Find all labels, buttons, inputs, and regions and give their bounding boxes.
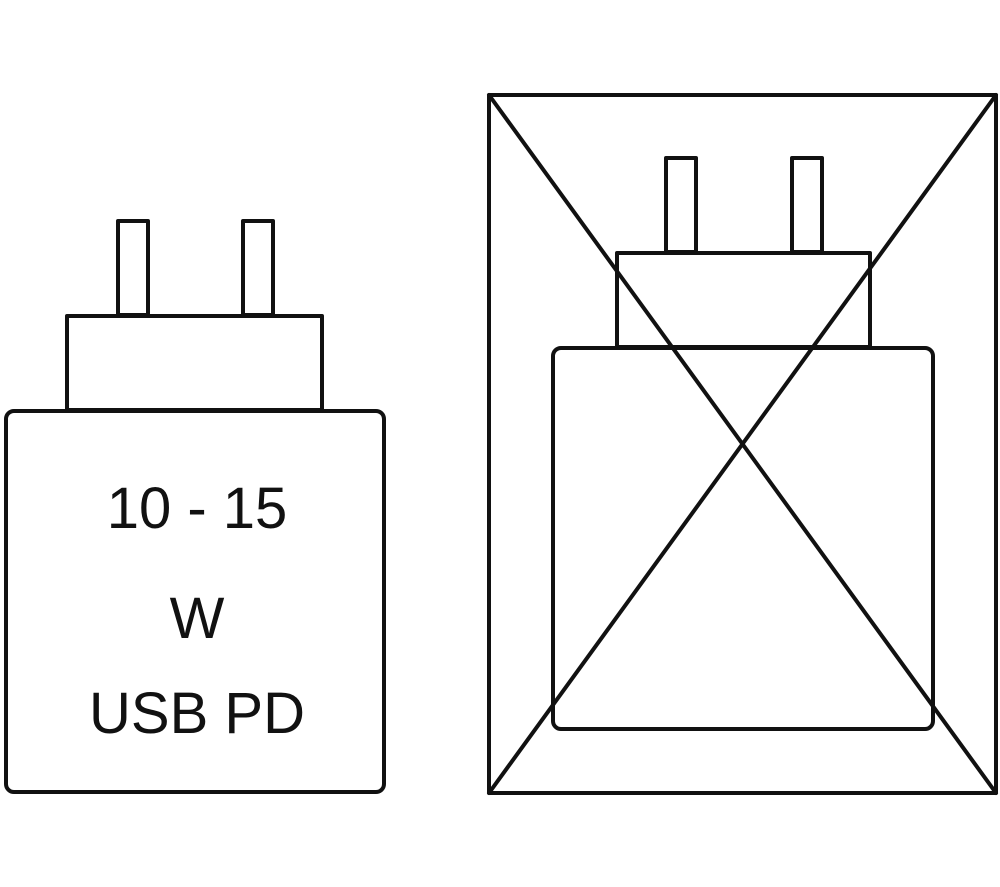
cross-line-right-to-left	[487, 93, 998, 795]
excluded-right-plug-prong	[790, 156, 824, 254]
excluded-charger-icon	[487, 93, 998, 795]
left-plug-prong	[116, 219, 150, 317]
charger-power-unit: W	[169, 586, 225, 651]
charger-power-range: 10 - 15	[106, 476, 288, 541]
charger-plug-base	[65, 314, 324, 412]
excluded-left-plug-prong	[664, 156, 698, 254]
excluded-charger-plug-base	[615, 251, 872, 349]
compatible-charger-icon	[4, 219, 386, 794]
charger-standard: USB PD	[89, 681, 305, 746]
right-plug-prong	[241, 219, 275, 317]
excluded-charger-body	[551, 346, 935, 731]
charger-body	[4, 409, 386, 794]
crossed-panel-frame	[487, 93, 998, 795]
